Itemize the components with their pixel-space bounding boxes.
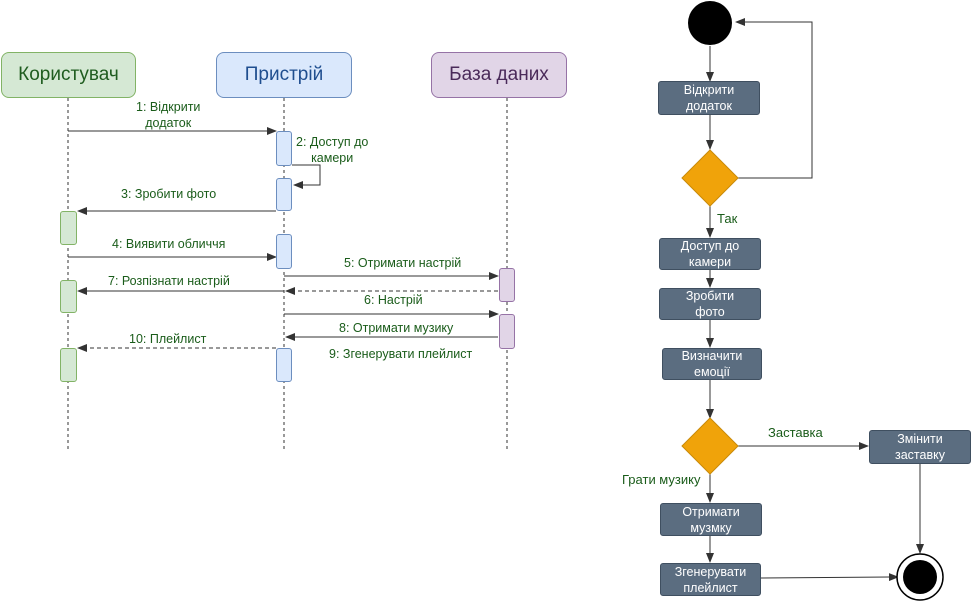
activation-user-1: [60, 211, 77, 245]
initial-node: [688, 1, 732, 45]
final-node-inner: [903, 560, 937, 594]
action-detect-emotions: Визначити емоції: [662, 348, 762, 380]
message-label-6: 6: Настрій: [364, 293, 423, 307]
action-change-screensaver-label: Змінити заставку: [895, 432, 945, 462]
action-open-app-label: Відкрити додаток: [683, 83, 735, 113]
message-label-4: 4: Виявити обличчя: [112, 237, 226, 251]
action-generate-playlist: Згенерувати плейлист: [660, 563, 761, 596]
decision-node-2: [681, 417, 739, 475]
activation-db-1: [499, 268, 515, 302]
lifeline-device-label: Пристрій: [244, 64, 324, 85]
guard-label-yes: Так: [717, 211, 738, 226]
action-generate-playlist-label: Згенерувати плейлист: [674, 564, 747, 595]
sequence-messages: [68, 127, 499, 352]
lifeline-user-label: Користувач: [18, 64, 119, 85]
activation-db-2: [499, 314, 515, 349]
message-label-7: 7: Розпізнати настрій: [108, 274, 230, 288]
activation-user-3: [60, 348, 77, 382]
flow-decision-loop: [735, 18, 813, 179]
action-camera-access-label: Доступ до камери: [680, 239, 740, 269]
activity-flows: [706, 18, 924, 582]
action-detect-emotions-label: Визначити емоції: [681, 349, 743, 379]
activation-device-4: [276, 348, 292, 382]
message-label-5: 5: Отримати настрій: [344, 256, 462, 270]
message-label-8: 8: Отримати музику: [339, 321, 454, 335]
message-label-3: 3: Зробити фото: [121, 187, 217, 201]
message-label-9: 9: Згенерувати плейлист: [329, 347, 473, 361]
guard-label-play-music: Грати музику: [622, 472, 701, 487]
lifeline-database-header: База даних: [431, 52, 567, 98]
guard-label-screensaver: Заставка: [768, 425, 823, 440]
flow-playlist-end: [760, 573, 899, 582]
action-change-screensaver: Змінити заставку: [869, 430, 971, 464]
message-label-10: 10: Плейлист: [129, 332, 207, 346]
activation-user-2: [60, 280, 77, 313]
msg-line-2: [292, 164, 321, 189]
action-take-photo-label: Зробити фото: [685, 289, 735, 319]
activation-device-1: [276, 131, 292, 166]
action-camera-access: Доступ до камери: [659, 238, 761, 270]
activation-device-2: [276, 178, 292, 211]
action-take-photo: Зробити фото: [659, 288, 761, 320]
decision-node-1: [681, 149, 739, 207]
lifeline-device-header: Пристрій: [216, 52, 352, 98]
lifeline-database-label: База даних: [449, 64, 549, 85]
lifeline-user-header: Користувач: [1, 52, 136, 98]
action-open-app: Відкрити додаток: [658, 81, 760, 115]
action-get-music: Отримати музмку: [660, 503, 762, 536]
action-get-music-label: Отримати музмку: [682, 504, 740, 535]
message-label-1: 1: Відкрити додаток: [136, 100, 201, 130]
message-label-2: 2: Доступ до камери: [296, 135, 369, 165]
activation-device-3: [276, 234, 292, 269]
